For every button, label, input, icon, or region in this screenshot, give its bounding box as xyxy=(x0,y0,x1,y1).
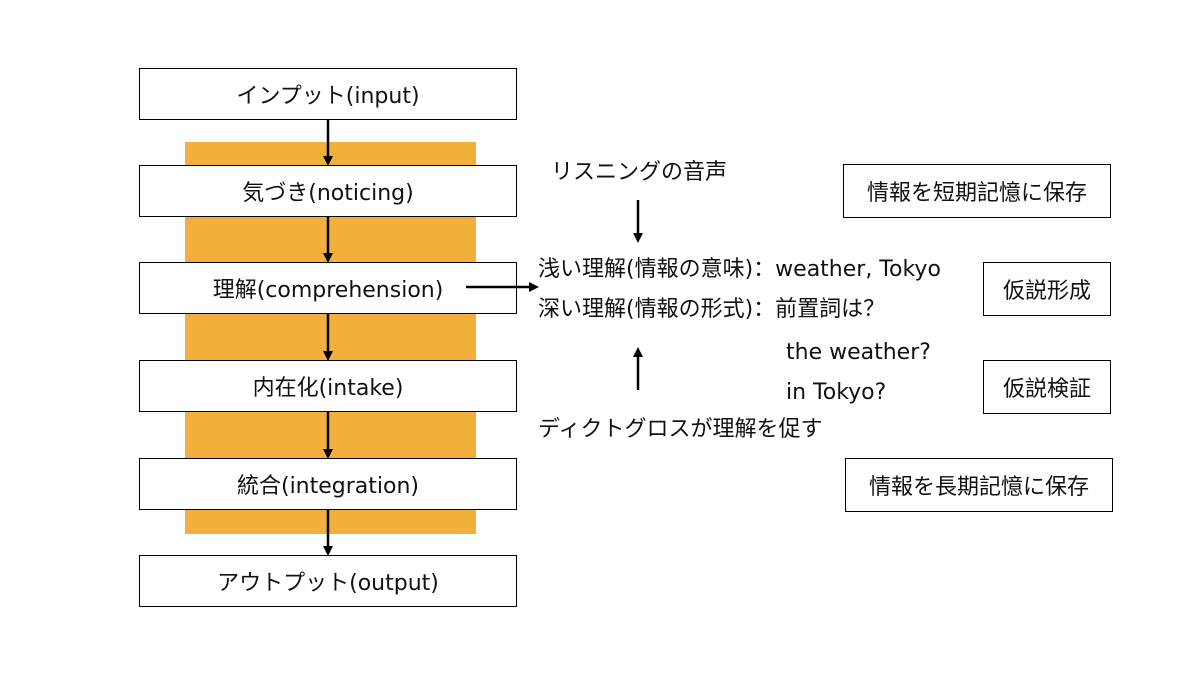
stage-noticing-label: 気づき(noticing) xyxy=(242,181,414,206)
stage-input-label: インプット(input) xyxy=(236,84,420,109)
shallow-understanding-text: 浅い理解(情報の意味)：weather, Tokyo xyxy=(538,257,941,282)
stage-input: インプット(input) xyxy=(139,68,517,120)
stage-integration-label: 統合(integration) xyxy=(236,474,420,499)
stage-comprehension-label: 理解(comprehension) xyxy=(212,278,444,303)
note-hypothesis-forming: 仮説形成 xyxy=(983,262,1111,316)
note-long-term-label: 情報を長期記憶に保存 xyxy=(868,475,1089,500)
listening-audio-label: リスニングの音声 xyxy=(551,160,728,185)
note-hypothesis-forming-label: 仮説形成 xyxy=(1002,279,1091,304)
example-the-weather: the weather? xyxy=(786,340,931,365)
stage-output: アウトプット(output) xyxy=(139,555,517,607)
note-long-term-memory: 情報を長期記憶に保存 xyxy=(845,458,1113,512)
note-short-term-memory: 情報を短期記憶に保存 xyxy=(843,164,1111,218)
dictogloss-label: ディクトグロスが理解を促す xyxy=(538,417,823,442)
stage-integration: 統合(integration) xyxy=(139,458,517,510)
note-short-term-label: 情報を短期記憶に保存 xyxy=(866,181,1087,206)
note-hypothesis-testing-label: 仮説検証 xyxy=(1002,377,1091,402)
note-hypothesis-testing: 仮説検証 xyxy=(983,360,1111,414)
example-in-tokyo: in Tokyo? xyxy=(786,380,887,405)
stage-intake: 内在化(intake) xyxy=(139,360,517,412)
stage-output-label: アウトプット(output) xyxy=(217,571,439,596)
stage-comprehension: 理解(comprehension) xyxy=(139,262,517,314)
stage-intake-label: 内在化(intake) xyxy=(252,376,404,401)
deep-understanding-text: 深い理解(情報の形式)：前置詞は？ xyxy=(538,297,886,322)
